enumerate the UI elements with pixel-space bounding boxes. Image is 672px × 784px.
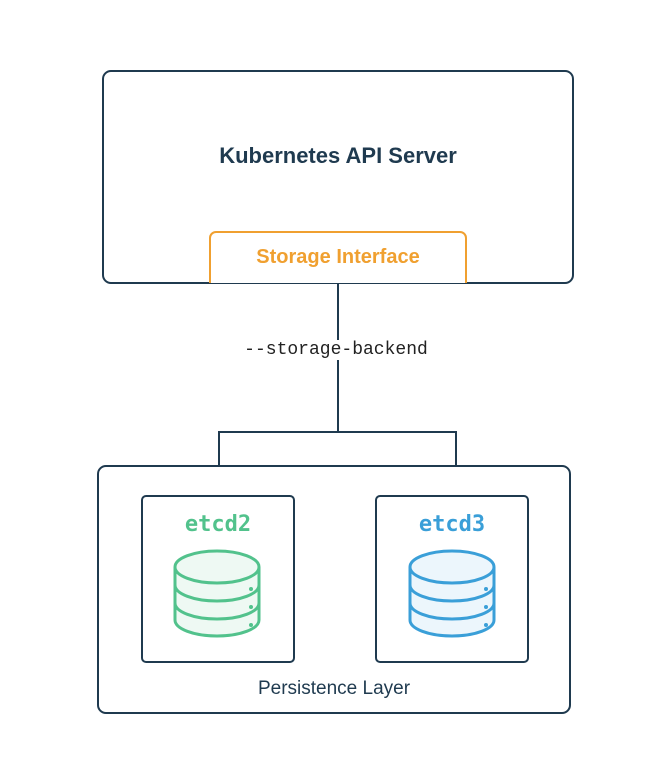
- etcd3-label: etcd3: [418, 512, 486, 537]
- storage-interface-box: [209, 231, 467, 283]
- etcd2-database-icon: [173, 549, 261, 638]
- api-server-title: Kubernetes API Server: [219, 143, 457, 168]
- persistence-layer-label: Persistence Layer: [257, 678, 411, 699]
- etcd3-database-icon: [408, 549, 496, 638]
- connector-lines: [218, 283, 457, 496]
- storage-backend-flag: --storage-backend: [226, 340, 446, 360]
- etcd2-label: etcd2: [184, 512, 252, 537]
- storage-interface-label: Storage Interface: [256, 246, 420, 268]
